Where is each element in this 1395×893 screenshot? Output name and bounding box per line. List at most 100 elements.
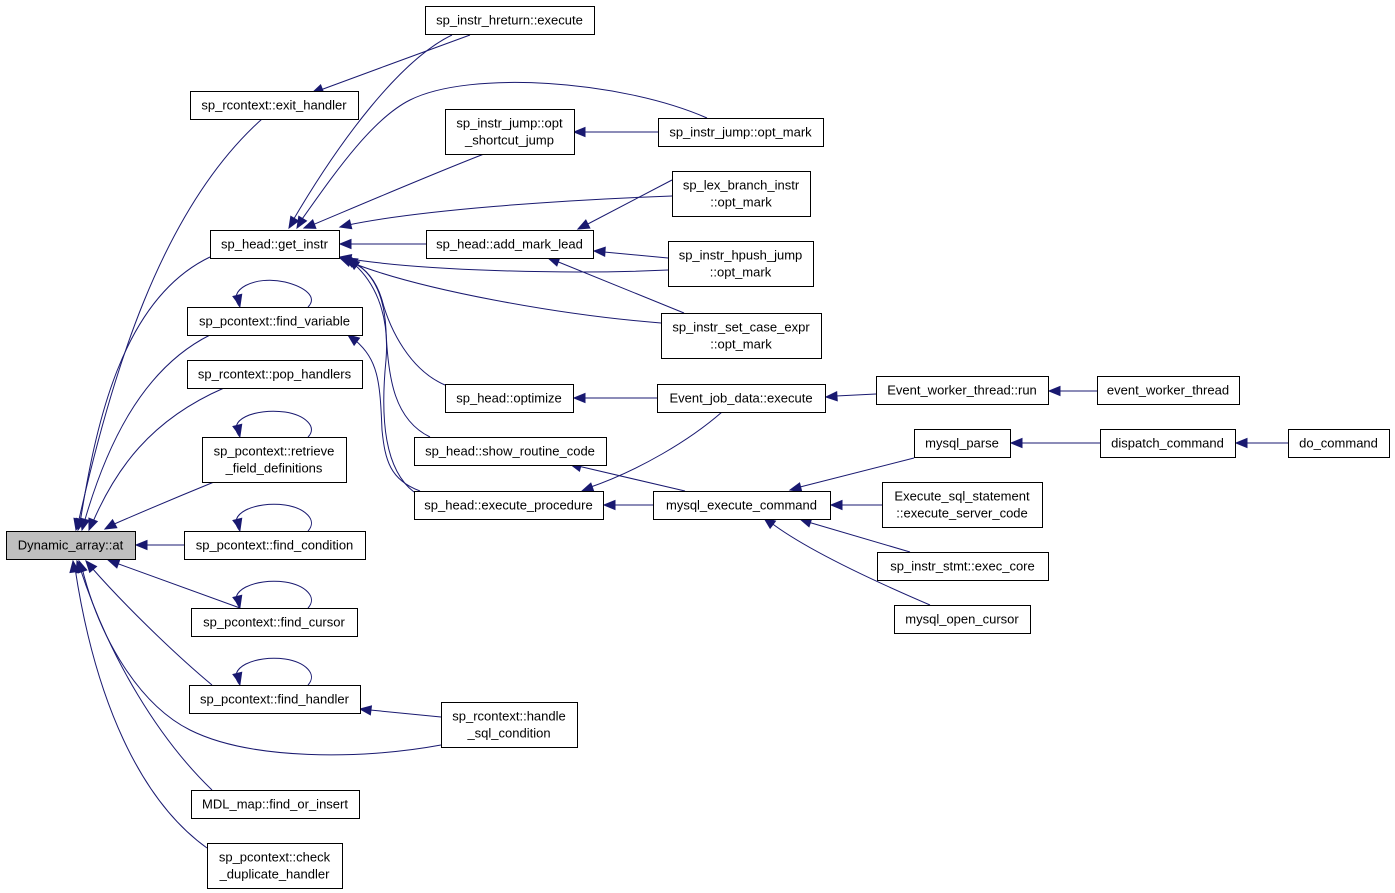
node-box (445, 109, 575, 155)
arrowhead-pophandlers-to-at (88, 517, 99, 532)
arrowhead-retrieve-self (232, 423, 243, 438)
node-execute-sql-statement-execute-server-code[interactable]: Execute_sql_statement::execute_server_co… (882, 482, 1043, 528)
arrowhead-findcond-self (232, 517, 243, 532)
node-box (6, 531, 136, 560)
node-label: sp_rcontext::pop_handlers (198, 367, 352, 382)
node-label: sp_lex_branch_instr (683, 178, 800, 193)
node-sp-head-execute-procedure[interactable]: sp_head::execute_procedure (414, 491, 604, 520)
arrowhead-parse-to-mysqlexec (788, 482, 803, 493)
node-label: sp_pcontext::find_condition (196, 538, 354, 553)
edge-findvar-to-at (83, 334, 211, 524)
edge-execproc-to-findvar (354, 339, 421, 492)
node-sp-instr-jump-opt-shortcut-jump[interactable]: sp_instr_jump::opt_shortcut_jump (445, 109, 575, 155)
node-box (210, 230, 340, 259)
node-box (202, 437, 347, 483)
node-sp-instr-stmt-exec-core[interactable]: sp_instr_stmt::exec_core (877, 552, 1049, 581)
node-sp-pcontext-find-cursor[interactable]: sp_pcontext::find_cursor (191, 608, 358, 637)
node-box (657, 384, 826, 413)
node-label: Dynamic_array::at (18, 538, 124, 553)
node-label: mysql_open_cursor (905, 612, 1019, 627)
node-sp-pcontext-find-handler[interactable]: sp_pcontext::find_handler (189, 685, 361, 714)
arrowhead-findcursor-to-at (106, 558, 121, 569)
arrowhead-retrieve-to-at (103, 518, 118, 530)
arrowhead-dispatch-to-parse (1009, 437, 1023, 449)
node-sp-pcontext-retrieve-field-definitions[interactable]: sp_pcontext::retrieve_field_definitions (202, 437, 347, 483)
node-dynamic-array-at[interactable]: Dynamic_array::at (6, 531, 136, 560)
edge-showcode-to-getinstr (353, 261, 431, 438)
node-event-job-data-execute[interactable]: Event_job_data::execute (657, 384, 826, 413)
node-label: Event_worker_thread::run (887, 383, 1037, 398)
arrowhead-execproc-to-findvar (346, 334, 361, 347)
node-label: sp_pcontext::find_variable (199, 314, 350, 329)
edge-mdl-to-at (79, 567, 213, 791)
node-mysql-parse[interactable]: mysql_parse (914, 429, 1011, 458)
node-sp-pcontext-find-condition[interactable]: sp_pcontext::find_condition (184, 531, 366, 560)
edge-findcursor-self (235, 580, 312, 609)
node-label: _shortcut_jump (464, 133, 554, 148)
node-sp-instr-hpush-jump-opt-mark[interactable]: sp_instr_hpush_jump::opt_mark (668, 241, 814, 287)
arrowhead-hpush-to-addmark (592, 246, 606, 257)
node-sp-head-get-instr[interactable]: sp_head::get_instr (210, 230, 340, 259)
node-box (668, 241, 814, 287)
node-sp-head-optimize[interactable]: sp_head::optimize (445, 384, 574, 413)
edge-mysqlexec-to-showcode (577, 465, 686, 492)
node-mysql-open-cursor[interactable]: mysql_open_cursor (894, 605, 1031, 634)
node-box (414, 491, 604, 520)
node-event-worker-thread[interactable]: event_worker_thread (1097, 376, 1240, 405)
node-dispatch-command[interactable]: dispatch_command (1100, 429, 1236, 458)
node-label: MDL_map::find_or_insert (202, 797, 348, 812)
node-sp-lex-branch-instr-opt-mark[interactable]: sp_lex_branch_instr::opt_mark (672, 171, 811, 217)
node-label: sp_pcontext::find_cursor (203, 615, 345, 630)
edge-retrieve-self (235, 410, 312, 438)
node-sp-head-add-mark-lead[interactable]: sp_head::add_mark_lead (426, 230, 594, 259)
arrowhead-findvar-self (232, 293, 243, 308)
arrowhead-findhandler-to-at (85, 559, 98, 574)
node-box (425, 6, 595, 35)
edge-hreturn-to-exit (314, 34, 471, 93)
edge-lexbranch-to-getinstr (347, 195, 673, 226)
node-label: sp_head::show_routine_code (425, 444, 595, 459)
node-mysql-execute-command[interactable]: mysql_execute_command (653, 491, 831, 520)
node-box (661, 313, 822, 359)
node-label: ::execute_server_code (896, 506, 1028, 521)
arrowhead-hreturn-to-getinstr (288, 215, 300, 230)
edge-shortcut-to-getinstr (309, 153, 485, 227)
arrowhead-jumpmark-to-getinstr (296, 215, 308, 230)
node-box (1097, 376, 1240, 405)
node-sp-rcontext-handle-sql-condition[interactable]: sp_rcontext::handle_sql_condition (441, 702, 578, 748)
node-sp-pcontext-find-variable[interactable]: sp_pcontext::find_variable (187, 307, 363, 336)
node-label: mysql_parse (925, 436, 999, 451)
node-sp-instr-set-case-expr-opt-mark[interactable]: sp_instr_set_case_expr::opt_mark (661, 313, 822, 359)
node-sp-pcontext-check-duplicate-handler[interactable]: sp_pcontext::check_duplicate_handler (207, 843, 343, 889)
node-sp-head-show-routine-code[interactable]: sp_head::show_routine_code (414, 437, 607, 466)
arrowhead-execsql-to-mysqlexec (829, 499, 843, 511)
node-label: do_command (1299, 436, 1378, 451)
arrowhead-findcursor-self (232, 594, 243, 609)
node-sp-rcontext-exit-handler[interactable]: sp_rcontext::exit_handler (190, 91, 359, 120)
edge-stmtexec-to-mysqlexec (807, 521, 911, 553)
node-label: _duplicate_handler (219, 867, 331, 882)
node-box (426, 230, 594, 259)
node-label: Event_job_data::execute (669, 391, 812, 406)
node-sp-instr-jump-opt-mark[interactable]: sp_instr_jump::opt_mark (658, 118, 824, 147)
arrowhead-execproc-to-getinstr (346, 258, 361, 271)
node-label: _sql_condition (466, 726, 550, 741)
node-sp-rcontext-pop-handlers[interactable]: sp_rcontext::pop_handlers (187, 360, 363, 389)
node-label: sp_head::add_mark_lead (436, 237, 583, 252)
edge-handlecond-to-at (81, 567, 442, 756)
edge-parse-to-mysqlexec (799, 457, 915, 488)
edge-getinstr-to-at (79, 256, 211, 524)
arrowhead-findvar-to-at (79, 517, 91, 532)
node-sp-instr-hreturn-execute[interactable]: sp_instr_hreturn::execute (425, 6, 595, 35)
node-box (882, 482, 1043, 528)
node-do-command[interactable]: do_command (1288, 429, 1390, 458)
edge-exit-to-at (77, 118, 263, 525)
node-event-worker-thread-run[interactable]: Event_worker_thread::run (876, 376, 1049, 405)
node-label: ::opt_mark (710, 337, 772, 352)
edge-hreturn-to-getinstr (291, 34, 453, 223)
node-box (187, 360, 363, 389)
edge-optimize-to-getinstr (351, 261, 446, 386)
node-mdl-map-find-or-insert[interactable]: MDL_map::find_or_insert (191, 790, 360, 819)
arrowhead-eventexec-to-execproc (580, 482, 595, 493)
